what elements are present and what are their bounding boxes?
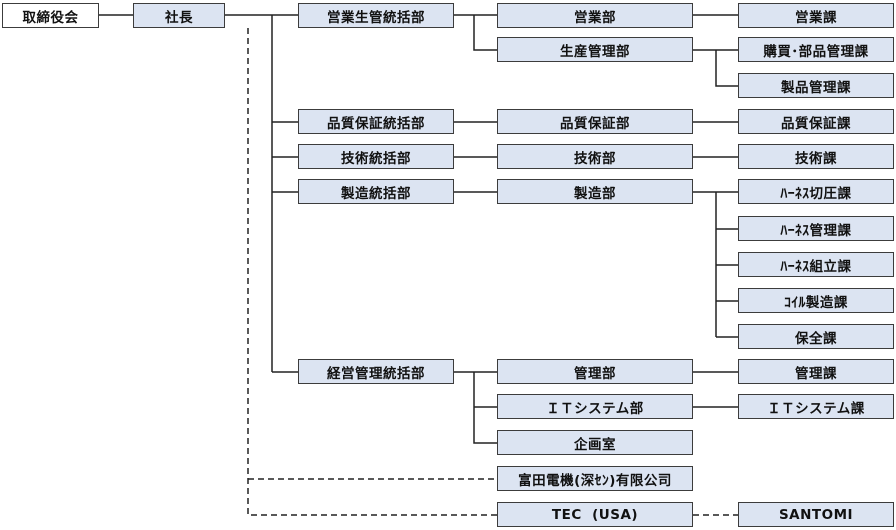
harness-management-section-box: ﾊｰﾈｽ管理課 [738, 216, 894, 241]
sales-division-box: 営業生管統括部 [298, 3, 454, 28]
qa-department-box: 品質保証部 [497, 109, 693, 134]
tech-department-box: 技術部 [497, 144, 693, 169]
tech-division-box: 技術統括部 [298, 144, 454, 169]
sales-department-box: 営業部 [497, 3, 693, 28]
planning-office-box: 企画室 [497, 430, 693, 455]
purchasing-parts-section-box: 購買･部品管理課 [738, 37, 894, 62]
product-management-section-box: 製品管理課 [738, 73, 894, 98]
qa-division-box: 品質保証統括部 [298, 109, 454, 134]
sales-section-box: 営業課 [738, 3, 894, 28]
admin-department-box: 管理部 [497, 359, 693, 384]
admin-division-box: 経営管理統括部 [298, 359, 454, 384]
production-control-department-box: 生産管理部 [497, 37, 693, 62]
manufacturing-department-box: 製造部 [497, 179, 693, 204]
china-subsidiary-box: 富田電機(深ｾﾝ)有限公司 [497, 466, 693, 491]
harness-cutting-section-box: ﾊｰﾈｽ切圧課 [738, 179, 894, 204]
it-systems-section-box: ＩＴシステム課 [738, 394, 894, 419]
president-box: 社長 [133, 3, 225, 28]
board-box: 取締役会 [2, 3, 99, 28]
it-systems-department-box: ＩＴシステム部 [497, 394, 693, 419]
coil-manufacturing-section-box: ｺｲﾙ製造課 [738, 288, 894, 313]
qa-section-box: 品質保証課 [738, 109, 894, 134]
usa-subsidiary-box: TEC (USA) [497, 502, 693, 527]
admin-section-box: 管理課 [738, 359, 894, 384]
harness-assembly-section-box: ﾊｰﾈｽ組立課 [738, 252, 894, 277]
tech-section-box: 技術課 [738, 144, 894, 169]
maintenance-section-box: 保全課 [738, 324, 894, 349]
santomi-box: SANTOMI [738, 502, 894, 527]
manufacturing-division-box: 製造統括部 [298, 179, 454, 204]
